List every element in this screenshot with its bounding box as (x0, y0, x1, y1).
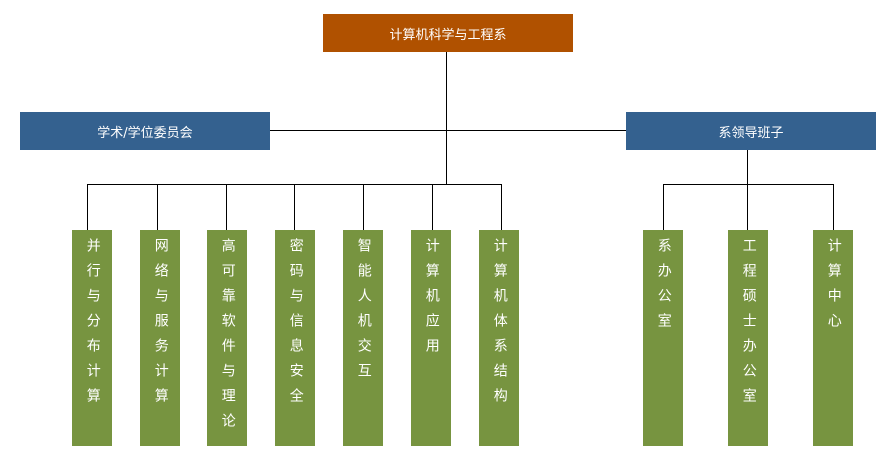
office-node: 计算中心 (813, 230, 853, 446)
academic-committee-node: 学术/学位委员会 (20, 112, 270, 150)
leadership-node: 系领导班子 (626, 112, 876, 150)
office-label: 工程硕士办公室 (740, 238, 757, 413)
department-label: 计算机应用 (423, 238, 440, 363)
department-label: 密码与信息安全 (287, 238, 304, 413)
department-label: 计算机体系结构 (491, 238, 508, 413)
department-node: 网络与服务计算 (140, 230, 180, 446)
academic-committee-label: 学术/学位委员会 (97, 125, 193, 141)
department-node: 智能人机交互 (343, 230, 383, 446)
department-node: 计算机体系结构 (479, 230, 519, 446)
department-label: 智能人机交互 (355, 238, 372, 388)
department-label: 网络与服务计算 (152, 238, 169, 413)
department-label: 高可靠软件与理论 (219, 238, 236, 438)
department-node: 密码与信息安全 (275, 230, 315, 446)
office-label: 计算中心 (825, 238, 842, 338)
department-node: 并行与分布计算 (72, 230, 112, 446)
office-node: 工程硕士办公室 (728, 230, 768, 446)
department-node: 计算机应用 (411, 230, 451, 446)
root-node: 计算机科学与工程系 (323, 14, 573, 52)
office-label: 系办公室 (655, 238, 672, 338)
department-node: 高可靠软件与理论 (207, 230, 247, 446)
leadership-label: 系领导班子 (718, 125, 784, 141)
office-node: 系办公室 (643, 230, 683, 446)
department-label: 并行与分布计算 (84, 238, 101, 413)
root-node-label: 计算机科学与工程系 (389, 27, 507, 43)
